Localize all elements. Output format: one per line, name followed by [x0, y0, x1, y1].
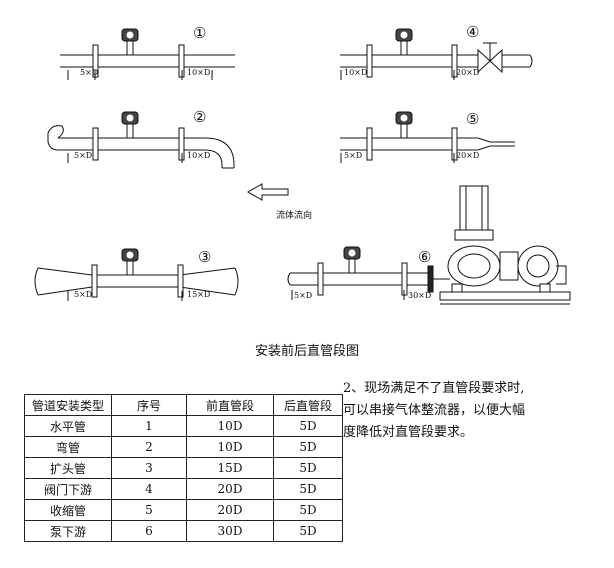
diagram-1-downstream-dim: 10×D [187, 68, 210, 77]
installation-note: 2、现场满足不了直管段要求时, 可以串接气体整流器，以便大幅 度降低对直管段要求… [343, 378, 603, 444]
diagram-5-upstream-dim: 5×D [344, 151, 362, 160]
cell-type: 弯管 [24, 436, 112, 458]
flowmeter-icon [395, 28, 413, 56]
cell-type: 扩头管 [24, 457, 112, 479]
cell-number: 6 [111, 520, 187, 542]
header-number: 序号 [111, 394, 187, 416]
cell-upstream: 10D [186, 415, 274, 437]
diagram-5-number: ⑤ [466, 110, 479, 128]
cell-type: 泵下游 [24, 520, 112, 542]
flowmeter-icon [121, 111, 139, 139]
diagram-2-number: ② [193, 108, 206, 126]
installation-diagram: 5×D 10×D ① 5×D 10×D ② [34, 23, 571, 305]
diagram-4-valve-pipe: 10×D 20×D ④ [340, 23, 533, 80]
cell-type: 阀门下游 [24, 478, 112, 500]
cell-downstream: 5D [273, 436, 343, 458]
diagram-3-upstream-dim: 5×D [74, 290, 92, 299]
cell-type: 收缩管 [24, 499, 112, 521]
diagram-4-number: ④ [466, 23, 479, 41]
cell-number: 5 [111, 499, 187, 521]
cell-downstream: 5D [273, 499, 343, 521]
diagram-6-downstream-dim: 30×D [408, 291, 431, 300]
cell-upstream: 20D [186, 499, 274, 521]
cell-upstream: 10D [186, 436, 274, 458]
diagram-4-upstream-dim: 10×D [344, 68, 367, 77]
table-row: 泵下游 6 30D 5D [24, 520, 343, 542]
table-row: 扩头管 3 15D 5D [24, 457, 343, 479]
cell-number: 4 [111, 478, 187, 500]
header-install-type: 管道安装类型 [24, 394, 112, 416]
diagram-2-downstream-dim: 10×D [187, 151, 210, 160]
diagram-3-expander-pipe: 5×D 15×D ③ [34, 248, 239, 301]
cell-downstream: 5D [273, 457, 343, 479]
pump-icon [433, 185, 571, 305]
diagram-6-number: ⑥ [418, 248, 431, 266]
diagram-2-elbow-pipe: 5×D 10×D ② [47, 108, 235, 169]
note-line: 可以串接气体整流器，以便大幅 [343, 403, 526, 418]
diagram-5-downstream-dim: 20×D [456, 151, 479, 160]
table-row: 弯管 2 10D 5D [24, 436, 343, 458]
diagram-3-number: ③ [198, 248, 211, 266]
note-line: 度降低对直管段要求。 [343, 425, 474, 440]
flowmeter-icon [121, 28, 139, 56]
table-row: 水平管 1 10D 5D [24, 415, 343, 437]
diagram-4-downstream-dim: 20×D [456, 68, 479, 77]
table-row: 收缩管 5 20D 5D [24, 499, 343, 521]
cell-type: 水平管 [24, 415, 112, 437]
straight-pipe-table: 管道安装类型 序号 前直管段 后直管段 水平管 1 10D 5D 弯管 2 10… [24, 394, 343, 542]
flowmeter-icon [121, 248, 139, 276]
diagram-1-upstream-dim: 5×D [80, 68, 98, 77]
diagram-3-downstream-dim: 15×D [187, 290, 210, 299]
table-header-row: 管道安装类型 序号 前直管段 后直管段 [24, 394, 343, 416]
cell-upstream: 20D [186, 478, 274, 500]
diagram-1-horizontal-pipe: 5×D 10×D ① [60, 24, 235, 80]
diagram-6-upstream-dim: 5×D [294, 291, 312, 300]
flow-direction-label: 流体流向 [276, 209, 312, 221]
cell-number: 1 [111, 415, 187, 437]
flowmeter-icon [395, 111, 413, 139]
flow-direction-arrow-icon [246, 183, 289, 201]
cell-downstream: 5D [273, 415, 343, 437]
header-upstream: 前直管段 [186, 394, 274, 416]
cell-downstream: 5D [273, 520, 343, 542]
diagram-2-upstream-dim: 5×D [74, 151, 92, 160]
diagram-6-pump-pipe: 5×D 30×D ⑥ [287, 185, 571, 305]
note-line: 2、现场满足不了直管段要求时, [343, 381, 525, 396]
cell-number: 3 [111, 457, 187, 479]
cell-upstream: 15D [186, 457, 274, 479]
flowmeter-icon [343, 246, 361, 274]
diagram-5-reducer-pipe: 5×D 20×D ⑤ [340, 110, 515, 163]
header-downstream: 后直管段 [273, 394, 343, 416]
cell-downstream: 5D [273, 478, 343, 500]
diagram-caption: 安装前后直管段图 [254, 344, 359, 359]
diagram-1-number: ① [193, 24, 206, 42]
cell-upstream: 30D [186, 520, 274, 542]
table-row: 阀门下游 4 20D 5D [24, 478, 343, 500]
cell-number: 2 [111, 436, 187, 458]
